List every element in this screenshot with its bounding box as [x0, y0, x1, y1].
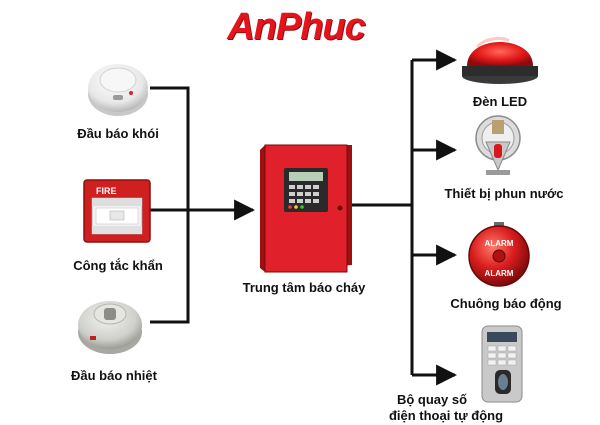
heat-detector-label: Đầu báo nhiệt [71, 368, 157, 383]
fire-alarm-control-panel-icon [260, 144, 352, 273]
bell-label: Chuông báo động [450, 296, 562, 311]
bell-alarm-text-bottom: ALARM [485, 269, 514, 278]
dialer-label-line1: Bộ quay số [396, 392, 468, 407]
control-panel-label: Trung tâm báo cháy [242, 280, 366, 295]
smoke-detector-label: Đầu báo khói [77, 126, 159, 141]
input-bus-line [150, 86, 190, 324]
sprinkler-icon [475, 115, 521, 175]
sprinkler-label: Thiết bị phun nước [444, 186, 564, 201]
auto-dialer-icon [481, 325, 523, 403]
call-point-label: Công tắc khẩn [73, 258, 163, 273]
smoke-detector-icon [88, 64, 148, 116]
heat-detector-icon [78, 301, 142, 354]
output-connectors [352, 49, 458, 386]
fire-alarm-call-point-icon: FIRE [83, 179, 151, 243]
call-point-fire-text: FIRE [96, 186, 117, 196]
input-connectors [150, 86, 256, 324]
bell-alarm-text-top: ALARM [485, 239, 514, 248]
dialer-label-line2: điện thoại tự động [388, 408, 504, 423]
red-beacon-light-icon [462, 36, 538, 84]
company-logo: AnPhuc [227, 6, 366, 48]
alarm-bell-icon: ALARM ALARM [468, 222, 530, 287]
led-label: Đèn LED [472, 94, 528, 109]
